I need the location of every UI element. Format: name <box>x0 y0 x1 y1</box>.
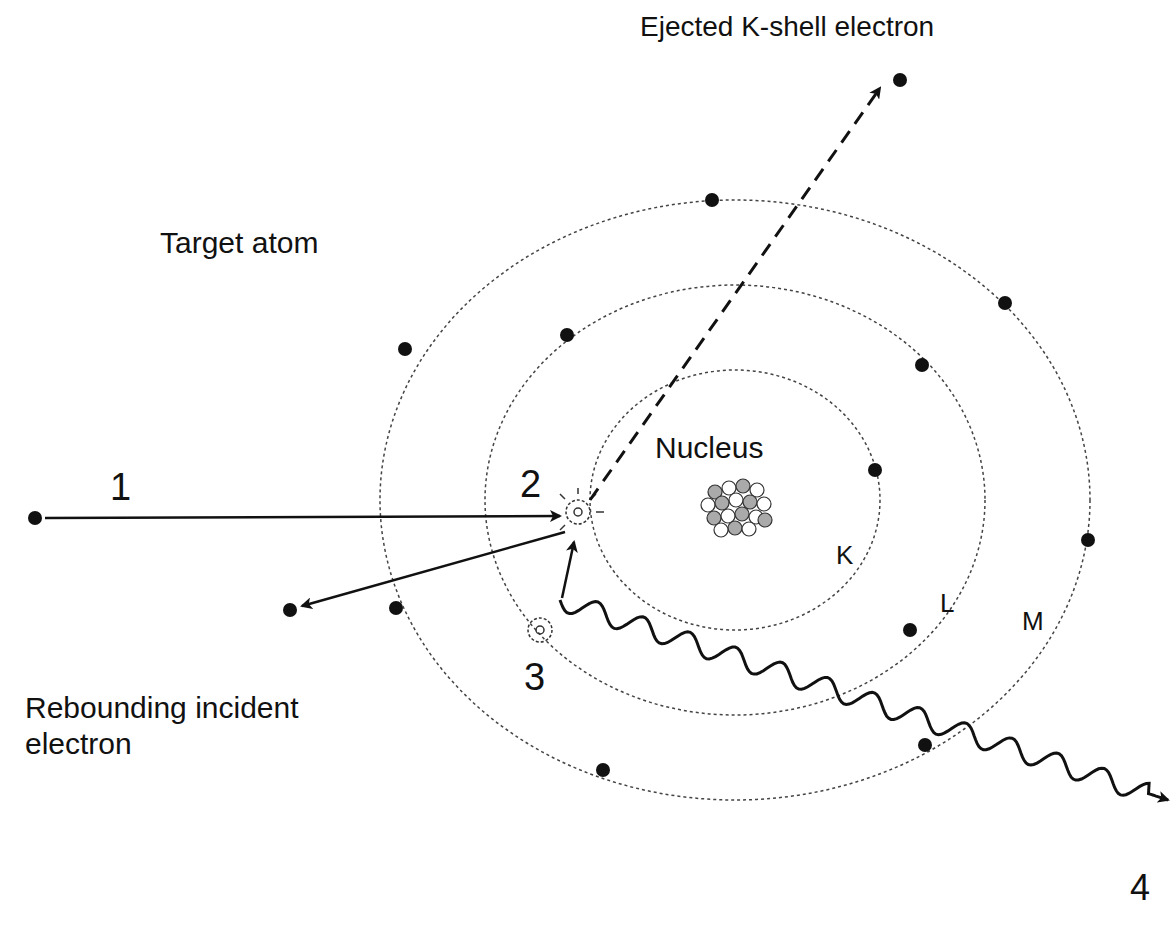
particle-label: Rebounding incident electron <box>25 690 305 762</box>
rebound-path <box>302 532 565 606</box>
m-shell <box>380 200 1090 800</box>
nucleus-cluster <box>701 479 772 537</box>
incident-electron <box>28 511 42 525</box>
x-ray-photon <box>560 600 1168 800</box>
shell-label: K <box>836 540 853 571</box>
shell-label: M <box>1022 606 1044 637</box>
collision-site <box>560 488 604 530</box>
callout-number: 2 <box>520 462 541 508</box>
callout-number: 4 <box>1130 866 1150 909</box>
l-shell <box>485 285 985 715</box>
nucleus-label: Nucleus <box>655 430 763 466</box>
shell-label: L <box>940 588 954 619</box>
k-shell <box>590 370 880 630</box>
particle-label: Ejected K-shell electron <box>640 10 934 44</box>
region-label: Target atom <box>160 225 318 261</box>
shell-electrons <box>389 193 1095 777</box>
ejected-electron <box>893 73 907 87</box>
l-vacancy <box>528 618 552 642</box>
transition-arrow <box>562 542 574 598</box>
rebounding-electron <box>283 603 297 617</box>
callout-number: 1 <box>110 465 131 511</box>
callout-number: 3 <box>524 655 545 701</box>
ejection-path <box>590 88 880 500</box>
incident-path <box>45 516 560 518</box>
